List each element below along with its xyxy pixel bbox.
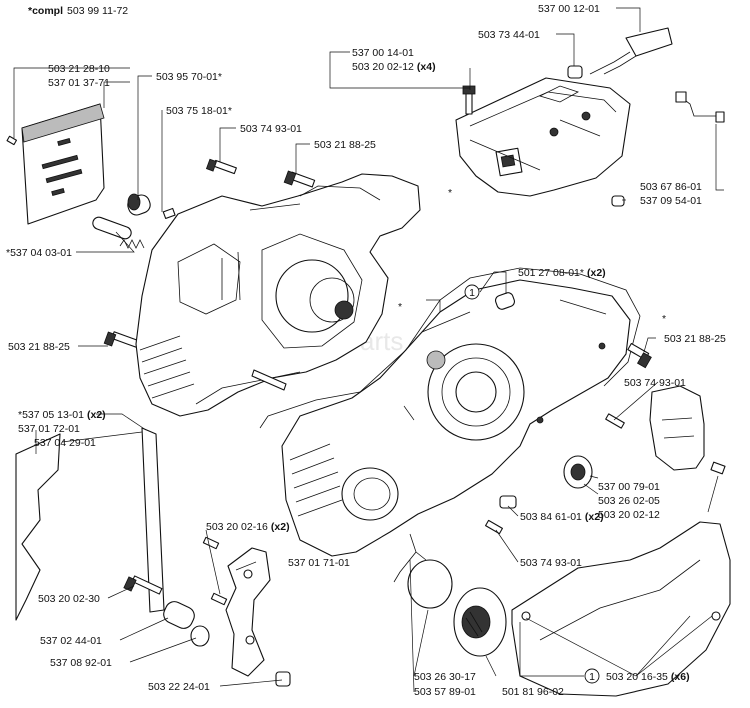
side-cover [649,385,726,475]
part-number: 503 20 02-16 [206,521,268,533]
part-label: 503 75 18-01* [166,105,232,117]
connector-rod [251,369,287,391]
oil-seal [563,455,593,489]
part-label: 537 02 44-01 [40,635,102,647]
nut-lower [190,625,210,647]
part-label: 503 22 24-01 [148,681,210,693]
part-label: 503 95 70-01* [156,71,222,83]
part-number: 503 84 61-01 [520,511,582,523]
part-number: 503 20 02-12 [352,61,414,73]
bolt-bottom-b [485,519,503,535]
dowel-pin [495,292,515,310]
asterisk-marker-3: * [662,313,666,325]
bolt-mid-left [202,536,228,606]
plate-screw [6,135,18,146]
callout-circle-upper: 1 [464,284,480,300]
plug-screw [611,195,625,207]
crankcase-right-half [281,279,631,557]
callout-number-upper: 1 [469,287,475,299]
part-label: 503 21 88-25 [8,341,70,353]
part-label: 501 81 96-02 [502,686,564,698]
part-number: 503 20 16-35 [606,671,668,683]
starter-plate [511,521,731,697]
part-label: 503 57 89-01 [414,686,476,698]
spring-clip [393,533,427,583]
part-label: 503 84 61-01(x2) [520,511,604,523]
part-label: 537 00 14-01 [352,47,414,59]
leader-lines [13,7,724,693]
part-number: 501 27 08-01* [518,267,584,279]
part-label: 503 26 02-05 [598,495,660,507]
part-label: *537 05 13-01(x2) [18,409,106,421]
part-label: 501 27 08-01*(x2) [518,267,606,279]
part-label: 503 21 88-25 [314,139,376,151]
starter-pulley [453,587,507,657]
part-label: *537 04 03-01 [6,247,72,259]
part-label: 537 04 29-01 [34,437,96,449]
part-label: 537 00 79-01 [598,481,660,493]
part-label: 537 08 92-01 [50,657,112,669]
part-quantity: (x6) [671,671,690,683]
part-label: 537 09 54-01 [640,195,702,207]
bumper-spike [225,547,271,677]
part-label: 503 20 02-30 [38,593,100,605]
spring-pin [92,216,145,249]
small-pin [162,207,176,220]
cable-switch [589,27,673,75]
part-label: 503 20 02-16(x2) [206,521,290,533]
side-plate-left [15,433,61,621]
top-bolt [462,85,476,115]
part-label: 537 01 71-01 [288,557,350,569]
bolt-right [627,342,652,369]
callout-number-lower: 1 [589,671,595,683]
part-label: 537 00 12-01 [538,3,600,15]
compl-number: 503 99 11-72 [67,5,128,17]
asterisk-marker-1: * [448,187,452,199]
part-label: 503 74 93-01 [520,557,582,569]
part-label: 503 20 02-12 [598,509,660,521]
part-quantity: (x2) [87,409,106,421]
bolt-lower-left [123,575,163,595]
grommet [567,65,583,79]
part-label: 503 26 30-17 [414,671,476,683]
part-label: 503 21 88-25 [664,333,726,345]
part-label: 503 73 44-01 [478,29,540,41]
bolt-left [103,331,140,348]
part-label: 503 21 28-10 [48,63,110,75]
part-labels: 503 21 28-10 537 01 37-71 503 95 70-01* … [6,3,726,698]
compl-label: *compl 503 99 11-72 [28,5,128,17]
compl-prefix: *compl [28,5,63,17]
callout-circle-lower: 1 [584,668,600,684]
part-label: 537 01 72-01 [18,423,80,435]
part-label: 503 20 02-12(x4) [352,61,436,73]
part-label: 503 74 93-01 [240,123,302,135]
gasket [259,267,641,429]
part-label: 537 01 37-71 [48,77,110,89]
strip-guard [141,427,165,613]
part-label: 503 74 93-01 [624,377,686,389]
spacer-sleeve [163,601,195,629]
bolt-mid-right [605,413,625,429]
part-quantity: (x4) [417,61,436,73]
part-quantity: (x2) [587,267,606,279]
part-label: 503 20 16-35(x6) [606,671,690,683]
top-cover [455,77,631,197]
bolt-top-2 [283,170,316,188]
nut-bottom [275,671,291,687]
asterisk-marker-2: * [398,301,402,313]
air-guide-plate [21,103,105,225]
part-quantity: (x2) [271,521,290,533]
crankcase-left-half [135,173,421,417]
o-ring [407,559,453,609]
part-quantity: (x2) [585,511,604,523]
sleeve-bushing [127,193,151,216]
part-label: 503 67 86-01 [640,181,702,193]
part-number: *537 05 13-01 [18,409,84,421]
wire-lead [675,91,725,123]
bolt-bottom-a [499,495,517,509]
bolt-top-1 [205,158,237,175]
